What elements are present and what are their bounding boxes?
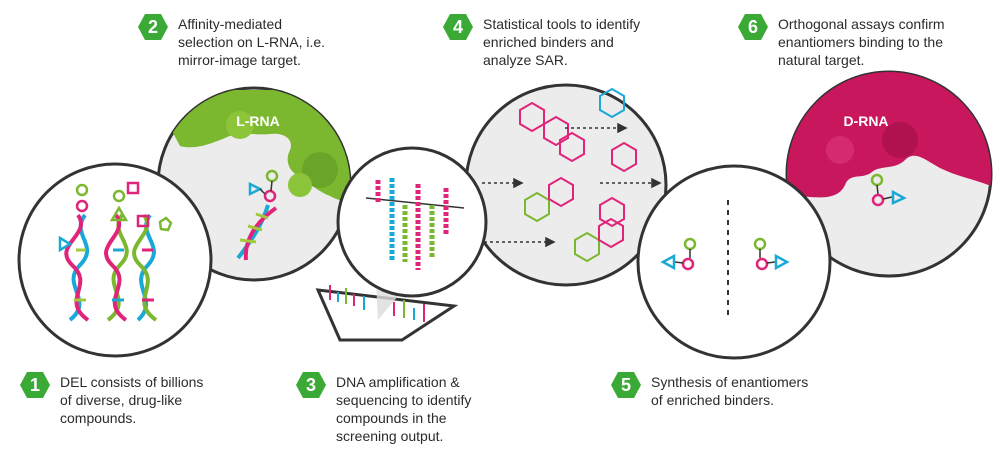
sequencing-reads bbox=[365, 178, 465, 270]
step-4-text: Statistical tools to identify enriched b… bbox=[483, 16, 641, 68]
step-1-text: DEL consists of billions of diverse, dru… bbox=[60, 374, 204, 426]
step-2-number: 2 bbox=[147, 17, 158, 37]
l-rna-surface bbox=[158, 90, 350, 210]
step-6-number: 6 bbox=[747, 17, 758, 37]
circle-step-1 bbox=[17, 162, 213, 358]
circle-step-3 bbox=[315, 146, 488, 342]
step-4-number: 4 bbox=[452, 17, 463, 37]
step-4-badge: 4 bbox=[443, 14, 473, 40]
step-5-text: Synthesis of enantiomers of enriched bin… bbox=[651, 374, 809, 408]
step-2-badge: 2 bbox=[138, 14, 168, 40]
step-3-badge: 3 bbox=[296, 372, 326, 398]
step-2: 2 Affinity-mediated selection on L-RNA, … bbox=[138, 14, 326, 69]
step-1-number: 1 bbox=[29, 375, 40, 395]
circle-step-4 bbox=[464, 83, 668, 287]
del-library-strands bbox=[58, 181, 173, 322]
l-rna-label: L-RNA bbox=[236, 113, 280, 129]
step-1: 1 DEL consists of billions of diverse, d… bbox=[20, 372, 204, 427]
enantiomer-binding-6 bbox=[870, 173, 907, 207]
enantiomer-right bbox=[753, 237, 790, 271]
step-6-badge: 6 bbox=[738, 14, 768, 40]
step-5: 5 Synthesis of enantiomers of enriched b… bbox=[611, 372, 809, 409]
step-3: 3 DNA amplification & sequencing to iden… bbox=[296, 372, 472, 445]
step-5-number: 5 bbox=[620, 375, 631, 395]
step-6-text: Orthogonal assays confirm enantiomers bi… bbox=[778, 16, 945, 68]
d-rna-surface bbox=[787, 72, 991, 198]
dna-strand-2 bbox=[236, 169, 279, 261]
sar-structures bbox=[519, 87, 637, 263]
step-6: 6 Orthogonal assays confirm enantiomers … bbox=[738, 14, 945, 69]
step-4: 4 Statistical tools to identify enriched… bbox=[443, 14, 641, 69]
circle-step-6: D-RNA bbox=[785, 70, 993, 278]
sar-arrows bbox=[482, 122, 662, 248]
step-5-badge: 5 bbox=[611, 372, 641, 398]
step-3-text: DNA amplification & sequencing to identi… bbox=[336, 374, 472, 444]
step-3-number: 3 bbox=[305, 375, 316, 395]
circle-step-5 bbox=[636, 164, 832, 360]
step-1-badge: 1 bbox=[20, 372, 50, 398]
d-rna-label: D-RNA bbox=[843, 113, 888, 129]
enantiomer-left bbox=[660, 237, 697, 271]
step-2-text: Affinity-mediated selection on L-RNA, i.… bbox=[178, 16, 326, 68]
